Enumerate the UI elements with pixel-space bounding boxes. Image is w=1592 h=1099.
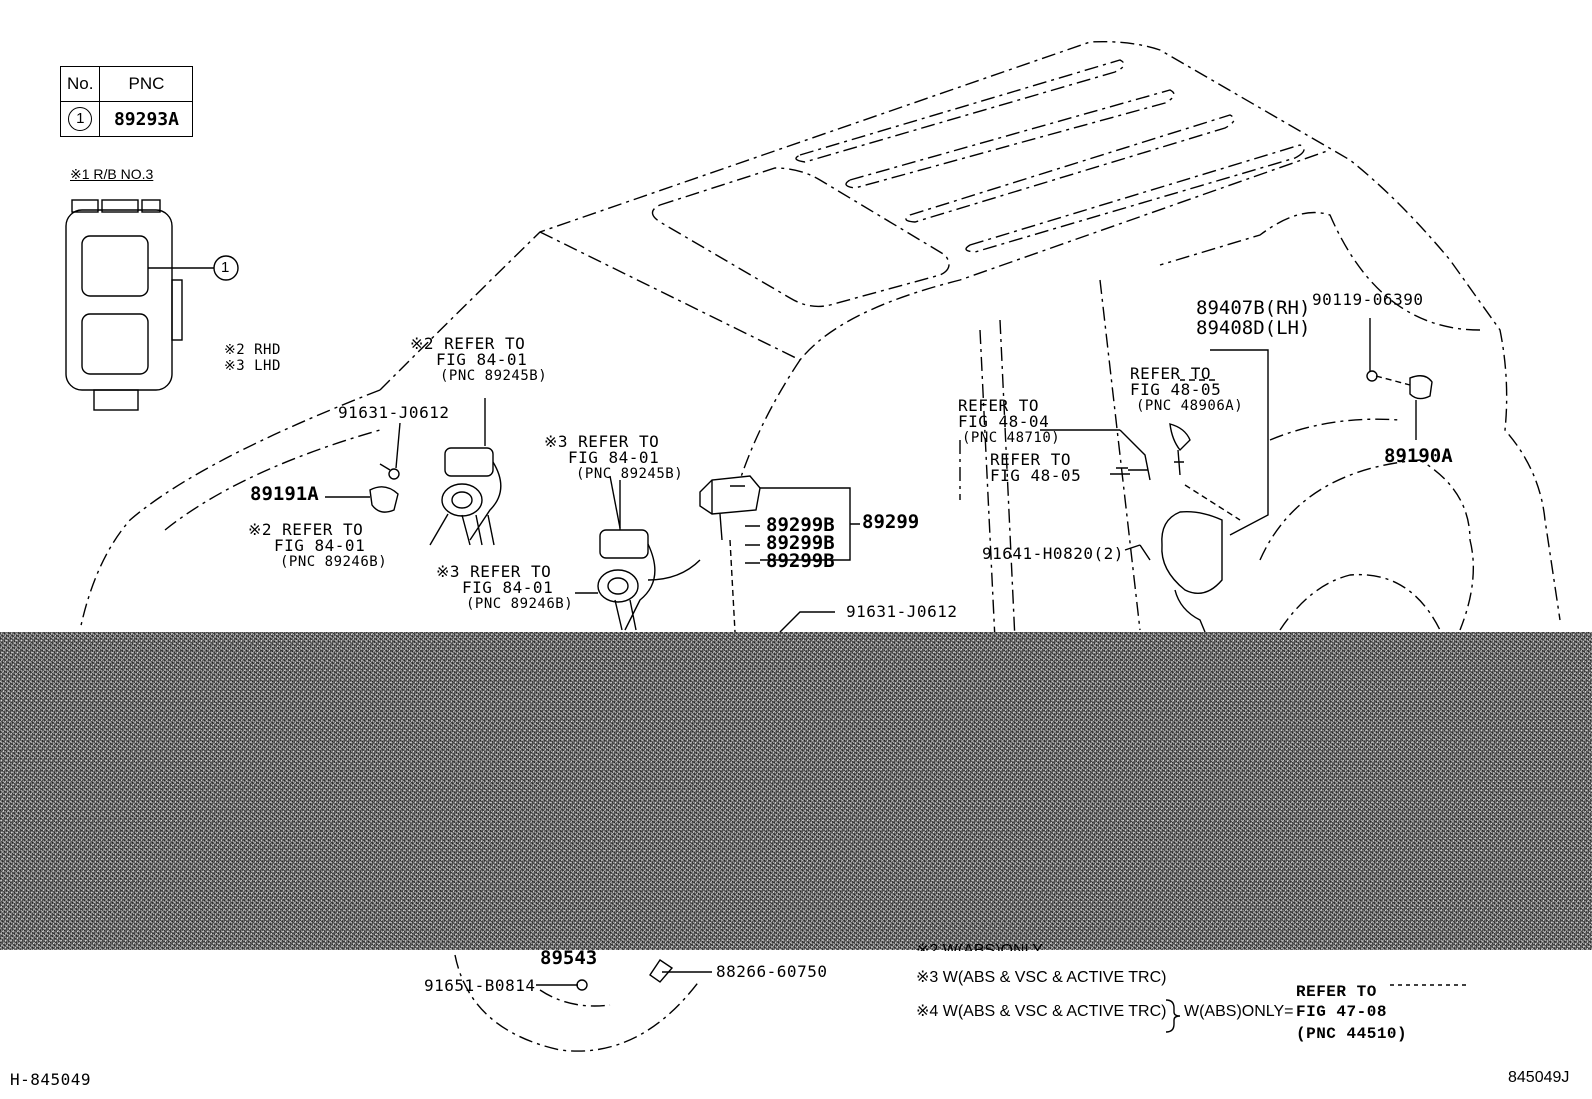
refer-3b-line2: FIG 84-01 bbox=[462, 578, 554, 597]
part-89299: 89299 bbox=[862, 511, 920, 533]
refer-2b-line1: ※2 REFER TO bbox=[248, 520, 364, 539]
part-88266: 88266-60750 bbox=[716, 962, 828, 981]
part-89299B-2: 89299B bbox=[766, 532, 835, 554]
part-89543: 89543 bbox=[540, 947, 598, 969]
footnote-4: ※4 W(ABS & VSC & ACTIVE TRC) bbox=[916, 1003, 1167, 1020]
leader-lines bbox=[325, 422, 1141, 991]
pnc-header-no: No. bbox=[59, 66, 101, 102]
refer-3a-line2: FIG 84-01 bbox=[568, 448, 660, 467]
pnc-header-pnc: PNC bbox=[99, 66, 194, 102]
part-89408D: 89408D(LH) bbox=[1196, 317, 1311, 339]
refer-2a-line1: ※2 REFER TO bbox=[410, 334, 526, 353]
footnote-refer-line2: FIG 47-08 bbox=[1296, 1003, 1387, 1021]
footnote-2-partial: ※2 W(ABS)ONLY bbox=[916, 943, 1043, 951]
part-91631-top: 91631-J0612 bbox=[338, 403, 450, 422]
pnc-row-no: 1 bbox=[68, 107, 93, 131]
part-91651: 91651-B0814 bbox=[424, 976, 536, 995]
note-rhd: ※2 RHD bbox=[224, 342, 281, 358]
footnote-4-tail: W(ABS)ONLY= bbox=[1184, 1003, 1294, 1020]
refer-48-05a-line1: REFER TO bbox=[1130, 364, 1212, 383]
relay-callout-number: 1 bbox=[221, 259, 230, 276]
part-90119: 90119-06390 bbox=[1312, 290, 1424, 309]
part-91641: 91641-H0820(2) bbox=[982, 544, 1124, 563]
refer-48-05a-line2: FIG 48-05 bbox=[1130, 380, 1222, 399]
vehicle-outline bbox=[79, 41, 1561, 641]
relay-block-drawing bbox=[65, 199, 214, 411]
footnote-brace bbox=[1165, 999, 1181, 1033]
center-ecu bbox=[699, 475, 860, 633]
roof-rails bbox=[795, 59, 1305, 253]
refer-3b-line1: ※3 REFER TO bbox=[436, 562, 552, 581]
part-89299B-3: 89299B bbox=[766, 550, 835, 572]
refer-2a-line2: FIG 84-01 bbox=[436, 350, 528, 369]
pnc-table: No. PNC 1 89293A bbox=[59, 66, 194, 137]
refer-2b-line3: (PNC 89246B) bbox=[280, 554, 388, 570]
note-lhd: ※3 LHD bbox=[224, 358, 281, 374]
footnote-refer-line1: REFER TO bbox=[1296, 983, 1377, 1001]
refer-48-04-line1: REFER TO bbox=[958, 396, 1040, 415]
sunroof-outline bbox=[651, 167, 950, 308]
part-89407B: 89407B(RH) bbox=[1196, 297, 1311, 319]
refer-3a-line1: ※3 REFER TO bbox=[544, 432, 660, 451]
left-sensor-parts bbox=[369, 398, 701, 631]
obscured-region bbox=[0, 632, 1592, 950]
part-89190A: 89190A bbox=[1384, 445, 1453, 467]
relay-callout-circle bbox=[213, 255, 239, 281]
refer-48-04-line2: FIG 48-04 bbox=[958, 412, 1050, 431]
rb-no3-label: ※1 R/B NO.3 bbox=[70, 166, 154, 182]
part-91631-mid: 91631-J0612 bbox=[846, 602, 958, 621]
footer-left-id: H-845049 bbox=[10, 1070, 92, 1089]
right-sensor-parts bbox=[1040, 349, 1269, 633]
footnote-3: ※3 W(ABS & VSC & ACTIVE TRC) bbox=[916, 969, 1167, 986]
refer-2b-line2: FIG 84-01 bbox=[274, 536, 366, 555]
refer-3b-line3: (PNC 89246B) bbox=[466, 596, 574, 612]
footnote-refer-line3: (PNC 44510) bbox=[1296, 1025, 1408, 1043]
refer-48-05b-line1: REFER TO bbox=[990, 450, 1072, 469]
part-89299B-1: 89299B bbox=[766, 514, 835, 536]
footer-right-id: 845049J bbox=[1508, 1069, 1570, 1086]
refer-2a-line3: (PNC 89245B) bbox=[440, 368, 548, 384]
refer-48-05b-line2: FIG 48-05 bbox=[990, 466, 1082, 485]
refer-48-05a-line3: (PNC 48906A) bbox=[1136, 398, 1244, 414]
refer-3a-line3: (PNC 89245B) bbox=[576, 466, 684, 482]
part-89191A: 89191A bbox=[250, 483, 319, 505]
pnc-row-value: 89293A bbox=[99, 101, 194, 137]
refer-48-04-line3: (PNC 48710) bbox=[962, 430, 1061, 446]
rear-sensor-parts bbox=[1366, 318, 1433, 440]
